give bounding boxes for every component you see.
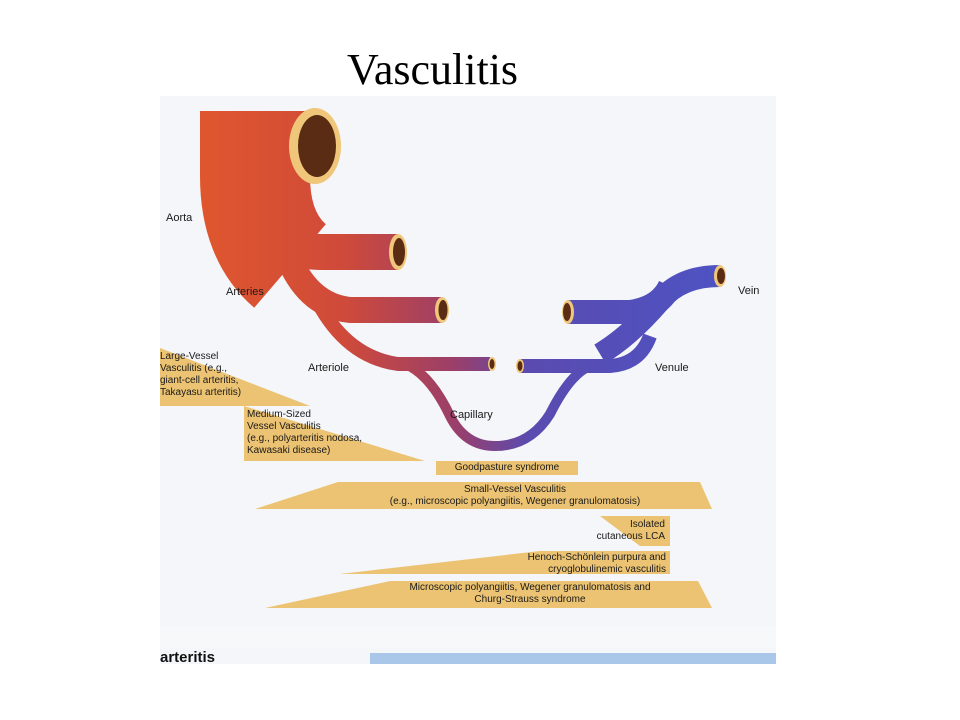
artery-trunk-lower [303,283,490,371]
arteriole-label: Arteriole [308,362,349,374]
venule-vessel [520,333,657,373]
arteries-label: Arteries [226,286,264,298]
aorta-lumen [298,115,336,177]
venous-tree [494,265,721,451]
aorta-label: Aorta [166,212,193,224]
artery-lumen-2 [438,300,448,320]
figure-lower-strip [160,626,776,648]
henoch-wedge-shape [340,551,670,574]
henoch-text: Henoch-Schönlein purpura and cryoglobuli… [527,552,666,575]
arteriole-to-capillary [402,359,496,451]
capillary-label: Capillary [450,409,493,421]
medium-vessel-text: Medium-Sized Vessel Vasculitis (e.g., po… [247,409,363,456]
microscopic-text: Microscopic polyangiitis, Wegener granul… [409,582,651,605]
figure-bottom-caption: arteritis [160,649,216,664]
artery-branch-1 [242,209,398,270]
goodpasture-text: Goodpasture syndrome [454,462,560,473]
medium-vessel-wedge-shape [244,406,425,461]
capillary-to-venule [494,361,593,451]
goodpasture-bar-shape [436,461,578,475]
venule-lumen [517,361,523,371]
large-vessel-text: Large-Vessel Vasculitis (e.g., giant-cel… [160,351,242,398]
microscopic-wedge-shape [265,581,712,608]
large-vessel-wedge-shape [160,348,310,406]
figure-bottom-bar [370,653,776,664]
arteriole-lumen [489,359,495,369]
vessel-tree-graphic [160,108,726,608]
vein-lumen-2 [717,268,725,284]
small-vessel-wedge-shape [255,482,712,509]
small-vessel-text: Small-Vessel Vasculitis (e.g., microscop… [389,484,641,507]
isolated-lca-wedge-shape [600,516,670,546]
isolated-lca-text: Isolated cutaneous LCA [596,519,665,542]
artery-lumen-1 [393,238,405,266]
vasculitis-wedges [160,348,712,608]
slide-title: Vasculitis [346,45,519,94]
vessel-diagram: Aorta Arteries Arteriole Capillary Venul… [160,96,776,664]
arterial-tree [200,111,496,451]
vein-trunk [594,265,721,364]
vein-label: Vein [738,285,760,297]
vein-lumen-1 [563,303,571,321]
vessel-openings [289,108,726,373]
venule-label: Venule [655,362,689,374]
